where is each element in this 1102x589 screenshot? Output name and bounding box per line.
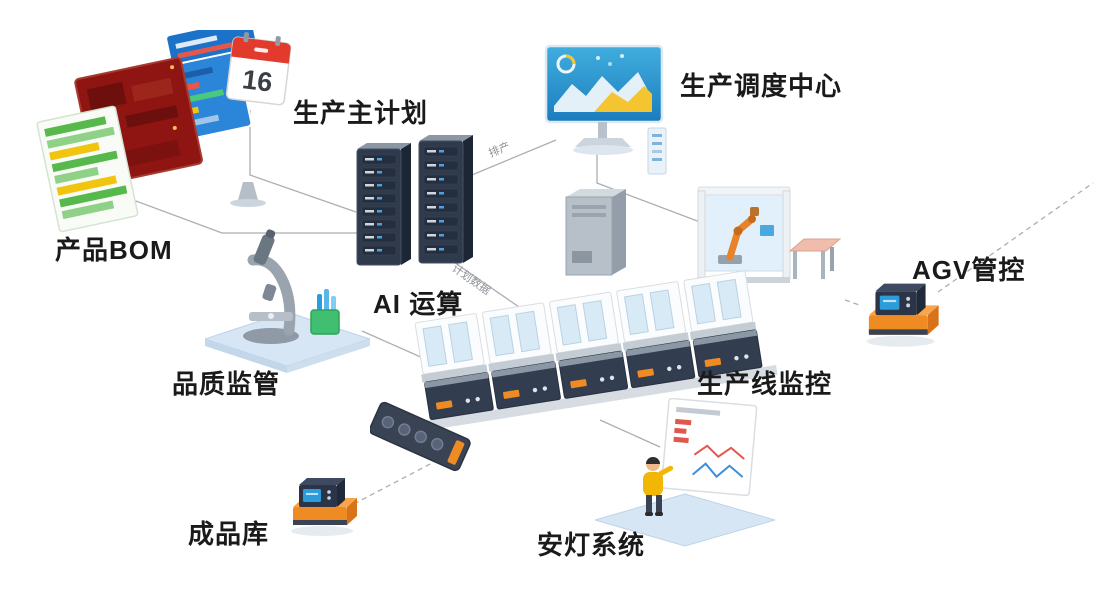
calendar-icon: 16 (225, 32, 292, 106)
node-master-plan: 16 (222, 28, 297, 110)
label-agv-control: AGV管控 (912, 255, 1026, 285)
server-tower-left (356, 143, 411, 266)
label-line-monitor: 生产线监控 (697, 369, 833, 399)
node-quality (205, 226, 370, 378)
label-master-plan: 生产主计划 (293, 98, 429, 128)
node-production-line (370, 175, 880, 480)
server-tower-right (418, 135, 473, 264)
quality-microscope-icon (205, 229, 370, 373)
agv-robot-icon (866, 283, 939, 347)
microscope-icon (243, 229, 299, 344)
node-agv-control (858, 278, 943, 348)
edge-label-dispatch: 排产 (487, 140, 513, 160)
worker-icon (643, 457, 674, 516)
label-quality: 品质监管 (172, 369, 281, 399)
node-dispatch-center (540, 42, 675, 180)
node-finished-goods (283, 473, 361, 537)
outfeed-conveyor (370, 401, 471, 472)
label-andon: 安灯系统 (537, 530, 646, 560)
side-table (788, 238, 842, 279)
control-cabinet (565, 189, 626, 276)
agv-robot-icon (291, 478, 357, 536)
label-product-bom: 产品BOM (55, 235, 173, 265)
server-racks-icon (356, 135, 473, 266)
report-card (647, 127, 667, 175)
label-ai-compute: AI 运算 (373, 289, 464, 319)
robot-booth (697, 186, 791, 283)
andon-board-icon (660, 398, 758, 497)
test-tubes-icon (310, 289, 340, 335)
label-dispatch-center: 生产调度中心 (680, 71, 843, 101)
label-finished-goods: 成品库 (188, 519, 270, 549)
bom-list-panel (36, 105, 139, 233)
node-ai-compute (355, 133, 475, 285)
andon-illustration (595, 398, 775, 547)
calendar-day: 16 (241, 64, 274, 97)
machine-row (414, 270, 778, 431)
dispatch-monitor-icon (544, 44, 667, 175)
node-andon (595, 398, 775, 550)
screen-stand (230, 182, 266, 207)
robot-arm-icon (718, 207, 759, 264)
production-line-icon (370, 186, 842, 472)
